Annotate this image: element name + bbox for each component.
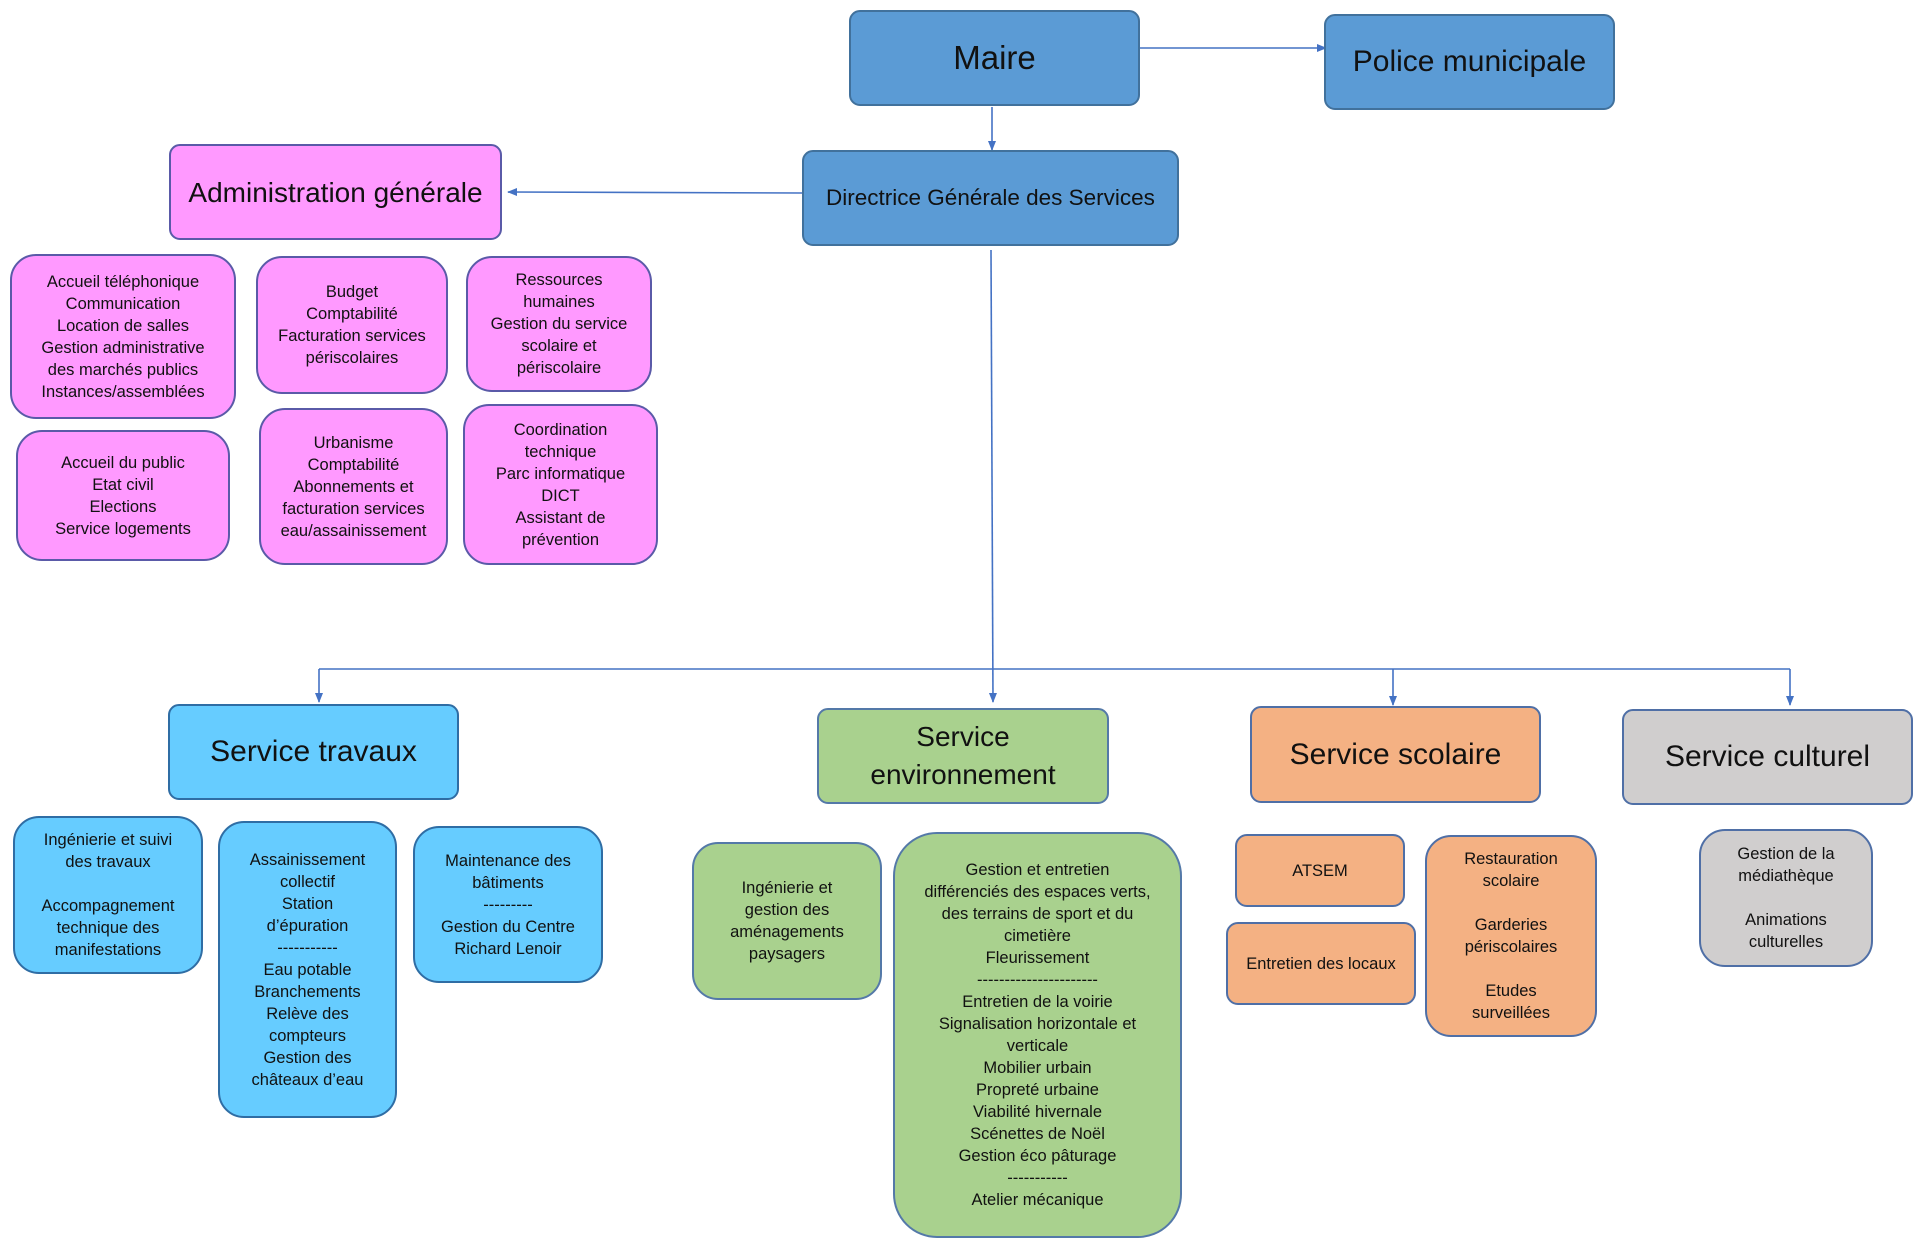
service-scolaire-label: Service scolaire (1289, 737, 1502, 771)
environnement-unit-text: Gestion et entretien différenciés des es… (924, 861, 1151, 1209)
admin-unit-urbanisme: Urbanisme Comptabilité Abonnements et fa… (259, 408, 448, 565)
scolaire-unit-atsem: ATSEM (1235, 834, 1405, 907)
admin-unit-budget: Budget Comptabilité Facturation services… (256, 256, 448, 394)
admin-unit-text: Coordination technique Parc informatique… (495, 420, 626, 549)
travaux-unit-assainissement: Assainissement collectif Station d’épura… (218, 821, 397, 1118)
service-scolaire-box: Service scolaire (1250, 706, 1541, 803)
admin-unit-coordination-technique: Coordination technique Parc informatique… (463, 404, 658, 565)
scolaire-unit-text: Restauration scolaire Garderies périscol… (1464, 850, 1558, 1022)
police-municipale-label: Police municipale (1352, 45, 1587, 79)
travaux-unit-ingenierie: Ingénierie et suivi des travaux Accompag… (13, 816, 203, 974)
culturel-unit-mediatheque: Gestion de la médiathèque Animations cul… (1699, 829, 1873, 967)
scolaire-unit-entretien-locaux: Entretien des locaux (1226, 922, 1416, 1005)
service-culturel-label: Service culturel (1664, 740, 1871, 774)
admin-unit-text: Accueil téléphonique Communication Locat… (41, 272, 205, 401)
culturel-unit-text: Gestion de la médiathèque Animations cul… (1737, 845, 1835, 951)
admin-unit-text: Ressources humaines Gestion du service s… (490, 271, 628, 377)
admin-unit-accueil-telephonique: Accueil téléphonique Communication Locat… (10, 254, 236, 419)
travaux-unit-maintenance-batiments: Maintenance des bâtiments --------- Gest… (413, 826, 603, 983)
service-environnement-label: Service environnement (870, 721, 1056, 790)
admin-unit-text: Accueil du public Etat civil Elections S… (55, 453, 191, 538)
scolaire-unit-text: ATSEM (1292, 861, 1348, 880)
admin-unit-accueil-public: Accueil du public Etat civil Elections S… (16, 430, 230, 561)
admin-unit-text: Budget Comptabilité Facturation services… (278, 283, 426, 367)
administration-generale-label: Administration générale (188, 176, 483, 208)
environnement-unit-ingenierie: Ingénierie et gestion des aménagements p… (692, 842, 882, 1000)
travaux-unit-text: Maintenance des bâtiments --------- Gest… (441, 851, 575, 958)
admin-unit-ressources-humaines: Ressources humaines Gestion du service s… (466, 256, 652, 392)
scolaire-unit-restauration: Restauration scolaire Garderies périscol… (1425, 835, 1597, 1037)
dgs-box: Directrice Générale des Services (802, 150, 1179, 246)
travaux-unit-text: Ingénierie et suivi des travaux Accompag… (41, 831, 175, 959)
police-municipale-box: Police municipale (1324, 14, 1615, 110)
environnement-unit-espaces-verts: Gestion et entretien différenciés des es… (893, 832, 1182, 1238)
service-environnement-box: Service environnement (817, 708, 1109, 804)
maire-label: Maire (953, 39, 1036, 77)
environnement-unit-text: Ingénierie et gestion des aménagements p… (730, 879, 844, 963)
maire-box: Maire (849, 10, 1140, 106)
travaux-unit-text: Assainissement collectif Station d’épura… (249, 850, 366, 1089)
dgs-to-admin-arrow (507, 188, 803, 197)
service-travaux-box: Service travaux (168, 704, 459, 800)
scolaire-unit-text: Entretien des locaux (1246, 954, 1396, 973)
dgs-label: Directrice Générale des Services (826, 184, 1155, 210)
admin-unit-text: Urbanisme Comptabilité Abonnements et fa… (280, 433, 427, 540)
service-culturel-box: Service culturel (1622, 709, 1913, 805)
dgs-trunk-line (988, 249, 997, 703)
administration-generale-box: Administration générale (169, 144, 502, 240)
service-travaux-label: Service travaux (210, 735, 417, 769)
